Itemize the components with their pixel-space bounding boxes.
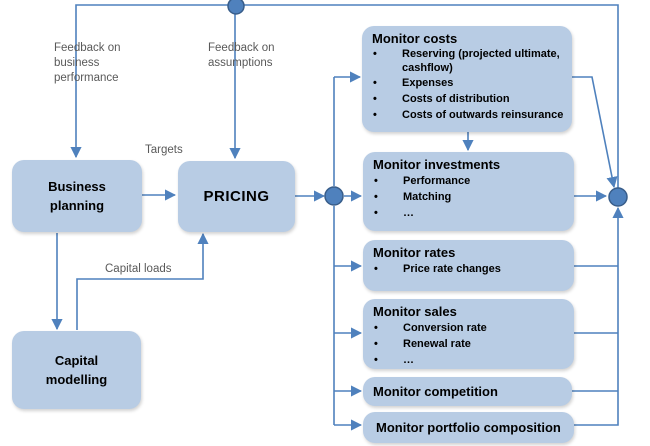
distribution-node (324, 186, 344, 206)
monitor-competition-box: Monitor competition (363, 377, 572, 406)
list-item: Conversion rate (373, 320, 574, 336)
monitor-costs-list: Reserving (projected ultimate, cashflow)… (372, 47, 572, 123)
list-item: Costs of outwards reinsurance (372, 107, 572, 123)
list-item: Renewal rate (373, 336, 574, 352)
list-item: Reserving (projected ultimate, cashflow) (372, 47, 572, 75)
label-feedback-business: Feedback on business performance (54, 42, 121, 84)
monitor-costs-box: Monitor costs Reserving (projected ultim… (362, 26, 572, 132)
pricing-label: PRICING (203, 188, 270, 205)
list-item: … (373, 352, 574, 368)
monitor-portfolio-box: Monitor portfolio composition (363, 412, 574, 443)
monitor-sales-list: Conversion rate Renewal rate … (373, 320, 574, 368)
monitor-rates-title: Monitor rates (373, 245, 456, 260)
business-planning-box: Business planning (12, 160, 142, 232)
monitor-investments-list: Performance Matching … (373, 173, 574, 221)
list-item: Expenses (372, 75, 572, 91)
capital-modelling-label: Capital modelling (45, 353, 108, 387)
list-item: … (373, 205, 574, 221)
monitor-rates-box: Monitor rates Price rate changes (363, 240, 574, 291)
feedback-loop-top (70, 4, 619, 195)
capital-loads-arrow (76, 232, 209, 330)
monitor-costs-title: Monitor costs (372, 31, 458, 46)
list-item: Costs of distribution (372, 91, 572, 107)
list-item: Performance (373, 173, 574, 189)
label-feedback-assumptions: Feedback on assumptions (208, 42, 275, 69)
return-from-costs (572, 76, 618, 189)
capital-modelling-box: Capital modelling (12, 331, 141, 409)
monitor-investments-title: Monitor investments (373, 157, 501, 172)
monitor-sales-box: Monitor sales Conversion rate Renewal ra… (363, 299, 574, 369)
monitor-rates-list: Price rate changes (373, 261, 574, 277)
return-from-portfolio (574, 206, 624, 426)
top-junction-node (227, 0, 245, 15)
pricing-box: PRICING (178, 161, 295, 232)
list-item: Matching (373, 189, 574, 205)
list-item: Price rate changes (373, 261, 574, 277)
label-targets: Targets (145, 144, 183, 156)
collection-node (608, 187, 628, 207)
business-planning-label: Business planning (48, 179, 106, 213)
monitor-investments-box: Monitor investments Performance Matching… (363, 152, 574, 231)
monitor-sales-title: Monitor sales (373, 304, 457, 319)
monitor-competition-title: Monitor competition (373, 384, 498, 399)
monitor-portfolio-title: Monitor portfolio composition (376, 420, 561, 435)
label-capital-loads: Capital loads (105, 263, 172, 275)
